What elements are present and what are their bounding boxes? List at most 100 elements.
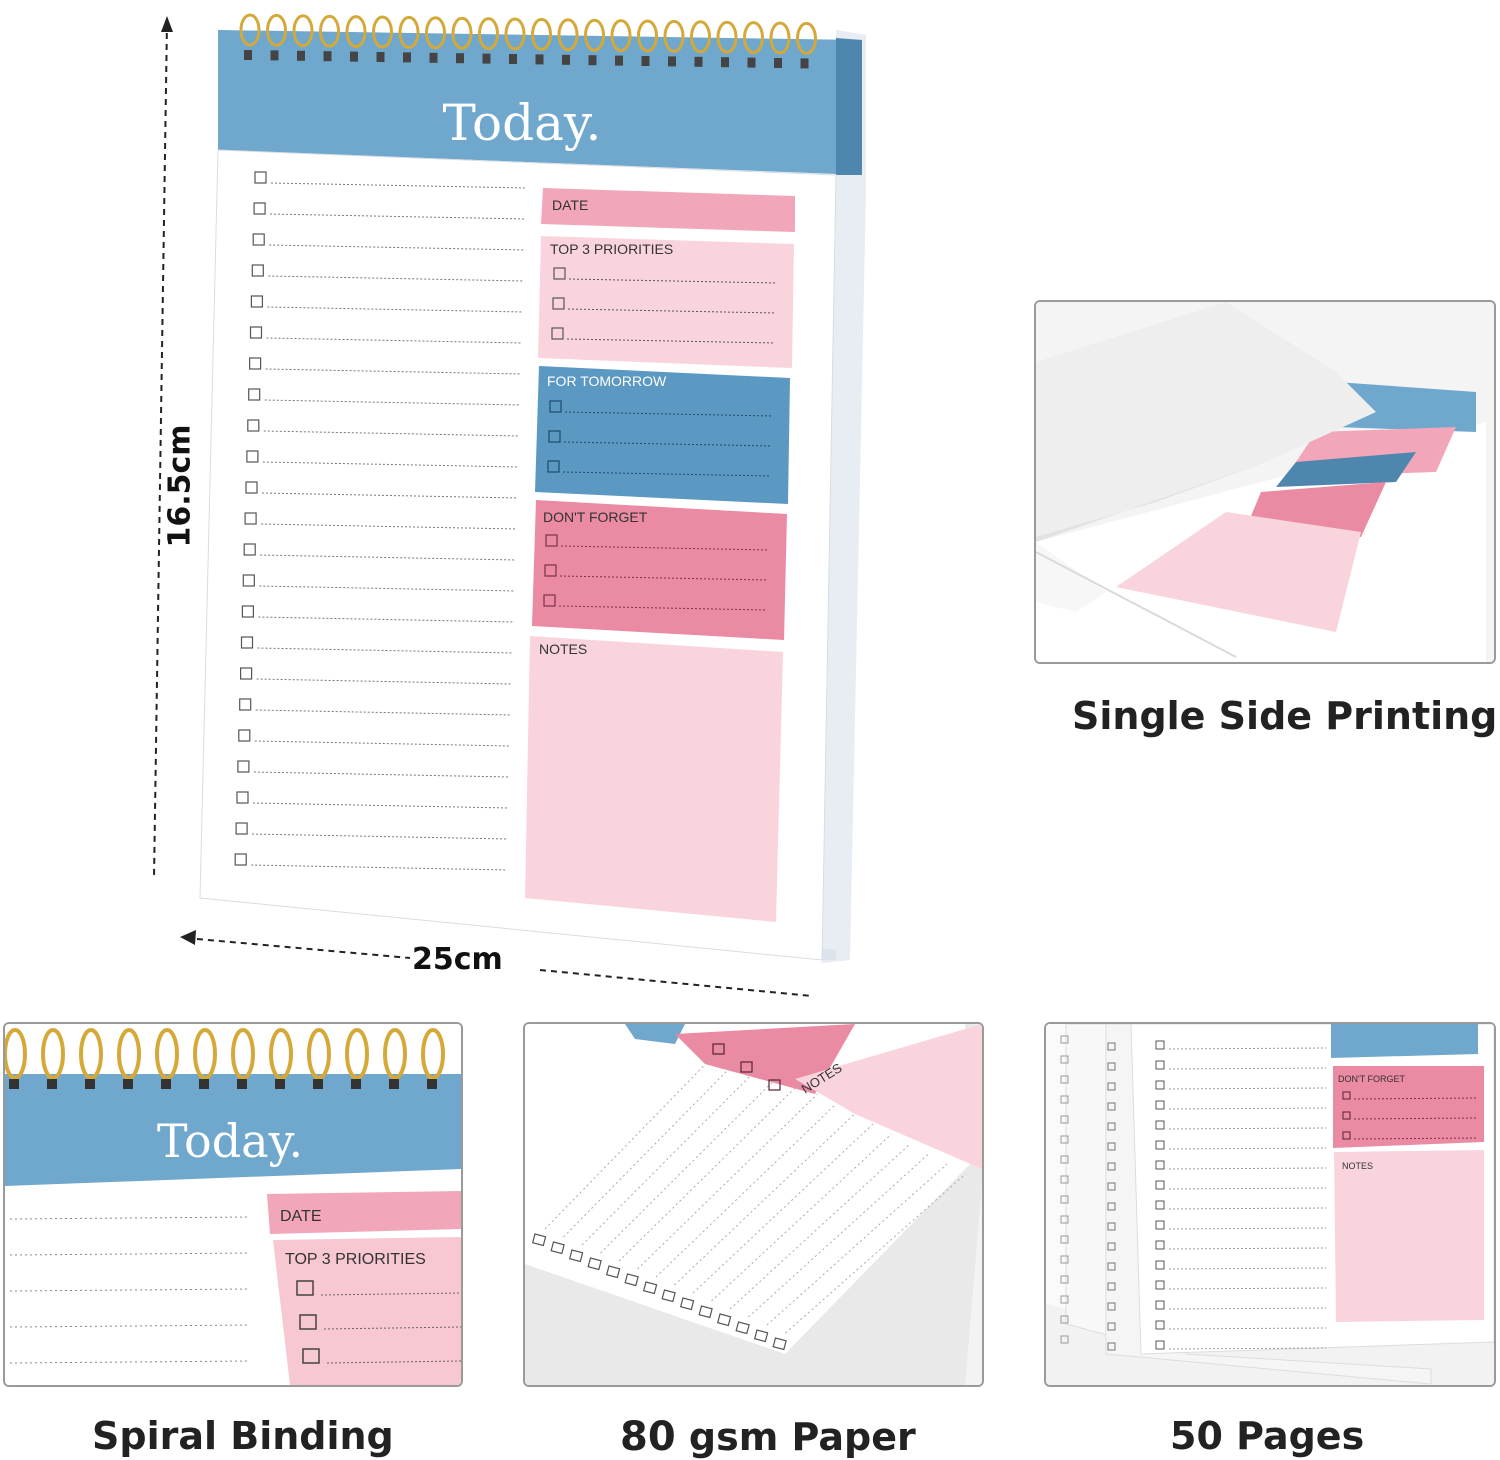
dotted-line [270, 213, 527, 220]
dotted-line [618, 1083, 800, 1262]
pages-notes-label: NOTES [1342, 1161, 1373, 1171]
spiral-ring [425, 16, 446, 50]
checkbox-icon [240, 636, 254, 649]
checkbox-icon [1060, 1135, 1069, 1144]
checkbox-icon [236, 791, 249, 804]
spiral-hole [641, 56, 650, 66]
checkbox-icon [1342, 1091, 1351, 1100]
spiral-hole [376, 52, 385, 62]
spiral-ring [584, 18, 605, 52]
checkbox-icon [1060, 1235, 1069, 1244]
dotted-line [559, 575, 769, 581]
checkbox-icon [716, 1313, 732, 1327]
dotted-line [692, 1123, 874, 1294]
checkbox-icon [243, 543, 256, 556]
height-arrow-icon [161, 16, 173, 32]
checkbox-icon [545, 534, 558, 547]
checkbox-icon [548, 430, 561, 443]
checkbox-icon [552, 297, 565, 310]
spiral-ring [421, 1028, 445, 1080]
spiral-ring [231, 1028, 255, 1080]
spiral-hole [237, 1079, 247, 1089]
checkbox-icon [735, 1321, 750, 1335]
width-arrow-icon [180, 930, 196, 945]
spiral-hole [721, 57, 729, 68]
checkbox-icon [1107, 1322, 1116, 1331]
checkbox-icon [1107, 1162, 1116, 1171]
date-label: DATE [552, 197, 588, 213]
spiral-ring [531, 17, 552, 51]
dotted-line [262, 461, 519, 468]
checkbox-icon [587, 1257, 602, 1271]
pages-panel: DON'T FORGET NOTES [1044, 1022, 1496, 1387]
checkbox-icon [772, 1337, 787, 1351]
spiral-binding-caption: Spiral Binding [92, 1414, 394, 1458]
spiral-ring [292, 14, 314, 48]
dotted-line [9, 1252, 251, 1256]
spiral-ring [383, 1028, 407, 1080]
checkbox-icon [642, 1281, 658, 1295]
dotted-line [270, 182, 528, 189]
checkbox-icon [1155, 1320, 1165, 1330]
checkbox-icon [1107, 1282, 1116, 1291]
dont-forget-label: DON'T FORGET [543, 509, 648, 525]
pages-number: 50 [1170, 1414, 1223, 1458]
spiral-ring [557, 18, 579, 52]
spiral-hole [199, 1079, 209, 1089]
checkbox-icon [244, 512, 257, 525]
dotted-line [261, 523, 518, 530]
checkbox-icon [1060, 1195, 1069, 1204]
checkbox-icon [550, 1241, 565, 1255]
checkbox-icon [544, 564, 557, 577]
checkbox-icon [235, 822, 248, 835]
gsm-paper-illustration: NOTES [525, 1024, 982, 1385]
dotted-line [258, 616, 515, 623]
checkbox-icon [1060, 1295, 1069, 1304]
checkbox-icon [1107, 1262, 1116, 1271]
checkbox-icon [698, 1305, 713, 1319]
spiral-hole [275, 1079, 285, 1089]
checkbox-icon [1155, 1200, 1165, 1210]
checkbox-icon [543, 594, 556, 607]
spiral-binding-panel: Today. DATE TOP 3 PRIORITIES [3, 1022, 463, 1387]
dotted-line [729, 1143, 911, 1310]
spiral-ring [504, 17, 526, 51]
checkbox-icon [249, 326, 263, 339]
checkbox-icon [1060, 1315, 1069, 1324]
dont-forget-box [532, 500, 787, 640]
checkbox-icon [1342, 1111, 1351, 1120]
checkbox-icon [1107, 1302, 1116, 1311]
checkbox-icon [302, 1348, 320, 1364]
priorities-box [538, 236, 794, 368]
dotted-line [267, 306, 524, 313]
checkbox-icon [1060, 1155, 1069, 1164]
spiral-hole [270, 50, 279, 61]
spiral-ring [345, 15, 367, 49]
checkbox-icon [1155, 1040, 1165, 1050]
dotted-line [260, 554, 517, 561]
dotted-line [252, 802, 510, 809]
spiral-ring [478, 17, 499, 51]
spiral-hole [588, 55, 597, 66]
spiral-ring [451, 16, 473, 50]
dotted-line [251, 864, 508, 871]
dotted-line [560, 545, 770, 551]
checkbox-icon [1155, 1100, 1165, 1110]
checkbox-icon [240, 667, 253, 680]
spiral-hole [456, 53, 464, 64]
page-title: Today. [443, 94, 602, 152]
checkbox-icon [549, 400, 562, 413]
spiral-hole [323, 51, 332, 62]
spiral-ring [372, 15, 393, 49]
dotted-line [1353, 1097, 1477, 1100]
single-side-illustration [1036, 302, 1494, 662]
gsm-number: 80 [620, 1414, 676, 1460]
spiral-rings [239, 13, 817, 69]
spiral-ring [610, 19, 632, 53]
dotted-line [323, 1326, 461, 1330]
checkbox-icon [249, 357, 262, 370]
checkbox-icon [234, 853, 247, 866]
checkbox-icon [1107, 1342, 1116, 1351]
checkbox-icon [1155, 1240, 1165, 1250]
dotted-line [564, 411, 774, 417]
